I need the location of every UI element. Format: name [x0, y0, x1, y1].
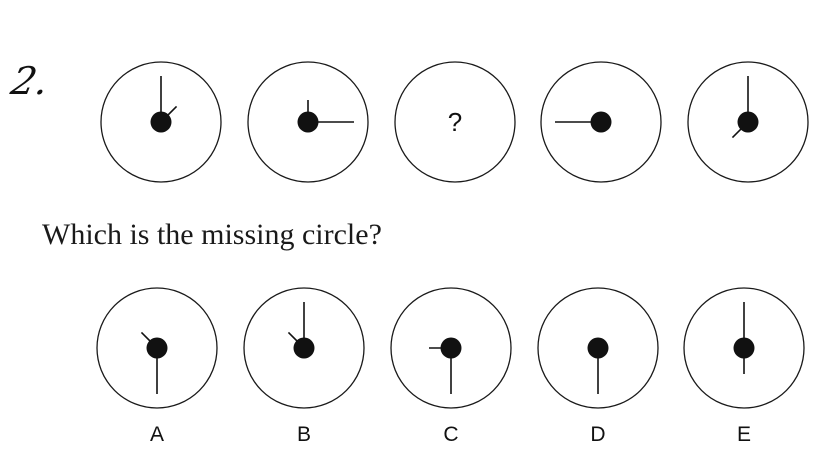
center-dot: [590, 111, 612, 133]
center-dot: [297, 111, 319, 133]
center-dot: [733, 337, 755, 359]
center-dot: [587, 337, 609, 359]
option-circle-c[interactable]: C: [390, 287, 512, 446]
center-dot: [293, 337, 315, 359]
option-circle-b[interactable]: B: [243, 287, 365, 446]
center-dot: [737, 111, 759, 133]
center-dot: [146, 337, 168, 359]
sequence-row: ?: [100, 61, 809, 183]
missing-marker: ?: [448, 107, 462, 137]
option-label: E: [737, 423, 751, 446]
question-prompt: Which is the missing circle?: [42, 218, 382, 251]
missing-circle: ?: [394, 61, 516, 183]
center-dot: [440, 337, 462, 359]
option-label: A: [150, 423, 164, 446]
option-label: B: [297, 423, 311, 446]
option-label: C: [443, 423, 458, 446]
sequence-circle: [247, 61, 369, 183]
sequence-circle: [540, 61, 662, 183]
sequence-circle: [100, 61, 222, 183]
option-circle-a[interactable]: A: [96, 287, 218, 446]
center-dot: [150, 111, 172, 133]
option-circle-d[interactable]: D: [537, 287, 659, 446]
option-circle-e[interactable]: E: [683, 287, 805, 446]
sequence-circle: [687, 61, 809, 183]
option-label: D: [590, 423, 605, 446]
dial-outline: [394, 61, 516, 183]
